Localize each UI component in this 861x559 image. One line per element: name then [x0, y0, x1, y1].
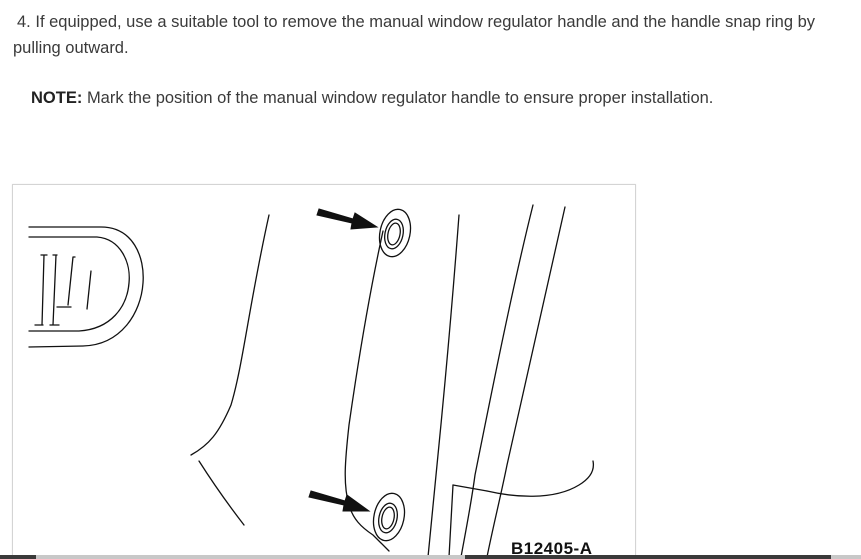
note-label: NOTE: — [31, 89, 83, 107]
procedure-figure: B12405-A — [12, 184, 636, 559]
door-handle-outline — [28, 226, 144, 348]
lower-snap-ring — [372, 492, 406, 542]
door-handle-inner — [28, 236, 130, 332]
panel-contour-left — [190, 214, 270, 456]
note-paragraph: NOTE: Mark the position of the manual wi… — [31, 86, 851, 110]
figure-reference-label: B12405-A — [511, 539, 593, 558]
upper-snap-ring — [378, 208, 412, 258]
arrow-upper-icon — [316, 208, 379, 230]
arrow-lower-icon — [308, 490, 371, 512]
bottom-bar-segment-left — [0, 555, 36, 559]
window-channel-3 — [486, 206, 566, 558]
step-text: If equipped, use a suitable tool to remo… — [13, 13, 816, 57]
step-instruction: 4. If equipped, use a suitable tool to r… — [13, 9, 858, 61]
step-number: 4. — [17, 13, 31, 31]
window-channel-1 — [427, 214, 460, 558]
door-panel-illustration — [28, 204, 595, 558]
note-text: Mark the position of the manual window r… — [86, 89, 714, 107]
bottom-bar-segment-right — [465, 555, 831, 559]
page-bottom-bar — [0, 555, 861, 559]
window-channel-2 — [460, 204, 534, 558]
panel-contour-center — [344, 230, 390, 552]
